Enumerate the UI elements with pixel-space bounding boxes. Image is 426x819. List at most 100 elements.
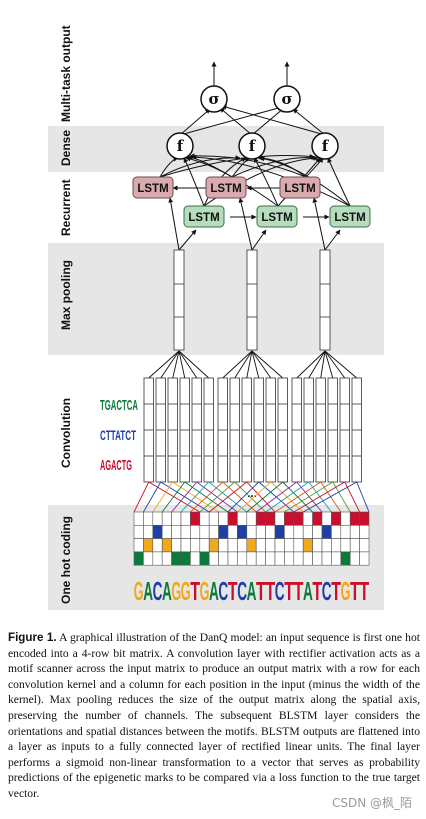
lstm-box-backward: LSTM <box>205 176 247 199</box>
onehot-cell <box>237 551 248 566</box>
lstm-box-forward: LSTM <box>256 205 298 228</box>
onehot-cell <box>340 538 351 553</box>
onehot-cell <box>152 538 163 553</box>
onehot-cell <box>143 524 154 539</box>
sequence-letter: G <box>181 576 191 606</box>
onehot-edge <box>171 481 198 513</box>
onehot-cell <box>265 511 276 526</box>
label-multitask: Multi-task output <box>59 25 73 122</box>
onehot-cell <box>237 524 248 539</box>
watermark: CSDN @枫_陌 <box>329 794 414 811</box>
onehot-cell <box>237 538 248 553</box>
dense-node: f <box>238 132 266 160</box>
conv-pool-edge <box>246 350 253 379</box>
onehot-cell <box>161 511 172 526</box>
band-labels: Multi-task output Dense Recurrent Max po… <box>59 25 73 604</box>
lstm-label: LSTM <box>334 212 365 224</box>
lstm-label: LSTM <box>284 183 315 195</box>
onehot-cell <box>331 511 342 526</box>
label-convolution: Convolution <box>59 398 73 468</box>
onehot-cell <box>190 511 201 526</box>
onehot-cell <box>218 511 229 526</box>
onehot-cell <box>340 551 351 566</box>
onehot-cell <box>152 524 163 539</box>
onehot-cell <box>265 551 276 566</box>
conv-pool-edge <box>324 350 358 379</box>
onehot-cell <box>293 551 304 566</box>
dense-node: f <box>166 132 194 160</box>
pool-to-lstm-edges <box>168 197 341 251</box>
lstm-label: LSTM <box>261 212 292 224</box>
onehot-edge <box>302 481 357 513</box>
onehot-cell <box>171 524 182 539</box>
conv-column <box>277 377 288 483</box>
motif-logo: CTTATCT <box>100 427 136 443</box>
onehot-edge <box>143 481 162 513</box>
danq-diagram: Multi-task output Dense Recurrent Max po… <box>48 25 384 610</box>
maxpool-column <box>173 249 185 351</box>
onehot-cell <box>190 524 201 539</box>
caption-label: Figure 1. <box>8 631 57 644</box>
onehot-cell <box>180 551 191 566</box>
onehot-cell <box>349 511 360 526</box>
onehot-edge <box>227 481 260 513</box>
onehot-cell <box>312 538 323 553</box>
maxpool-columns <box>173 249 331 351</box>
onehot-cell <box>255 551 266 566</box>
sequence-letter: A <box>209 576 219 606</box>
onehot-to-conv-edges <box>133 481 370 513</box>
onehot-cell <box>171 511 182 526</box>
onehot-edge <box>172 481 219 513</box>
sequence-letter: T <box>359 576 369 606</box>
sequence-letter: T <box>228 576 238 606</box>
convolution-columns <box>143 377 362 483</box>
onehot-cell <box>246 511 257 526</box>
label-maxpool: Max pooling <box>59 260 73 330</box>
sequence-letter: C <box>322 576 332 606</box>
sequence-letter: G <box>171 576 181 606</box>
onehot-cell <box>255 538 266 553</box>
onehot-cell <box>199 551 210 566</box>
onehot-cell <box>161 524 172 539</box>
onehot-edge <box>356 481 370 513</box>
onehot-cell <box>265 524 276 539</box>
dense-to-output-edges <box>179 104 326 136</box>
sequence-letter: C <box>218 576 228 606</box>
conv-column <box>217 377 228 483</box>
onehot-cell <box>274 551 285 566</box>
onehot-cell <box>208 524 219 539</box>
onehot-cell <box>227 524 238 539</box>
onehot-cell <box>321 524 332 539</box>
motif-logo-text: CTTATCT <box>100 427 136 443</box>
motif-logo-text: AGACTG <box>100 457 132 474</box>
onehot-cell <box>152 511 163 526</box>
onehot-cell <box>180 511 191 526</box>
output-arrows <box>211 61 290 86</box>
sequence-letter: G <box>134 576 144 606</box>
conv-pool-edge <box>234 350 253 379</box>
conv-to-pool-edges <box>148 350 358 379</box>
onehot-cell <box>274 511 285 526</box>
onehot-cell <box>246 551 257 566</box>
conv-pool-edge <box>251 350 272 379</box>
onehot-cell <box>274 538 285 553</box>
onehot-matrix <box>133 511 370 566</box>
conv-column <box>167 377 178 483</box>
onehot-cell <box>246 524 257 539</box>
onehot-cell <box>331 524 342 539</box>
label-recurrent: Recurrent <box>59 179 73 236</box>
lstm-label: LSTM <box>210 183 241 195</box>
onehot-edge <box>284 481 333 513</box>
conv-column <box>351 377 362 483</box>
lstm-box-forward: LSTM <box>183 205 225 228</box>
onehot-cell <box>208 551 219 566</box>
lstm-box-backward: LSTM <box>279 176 321 199</box>
lstm-label: LSTM <box>137 183 168 195</box>
onehot-cell <box>340 524 351 539</box>
onehot-cell <box>227 511 238 526</box>
band-maxpool <box>48 243 384 355</box>
conv-pool-edge <box>320 350 326 379</box>
sequence-letter: C <box>237 576 247 606</box>
onehot-cell <box>218 538 229 553</box>
